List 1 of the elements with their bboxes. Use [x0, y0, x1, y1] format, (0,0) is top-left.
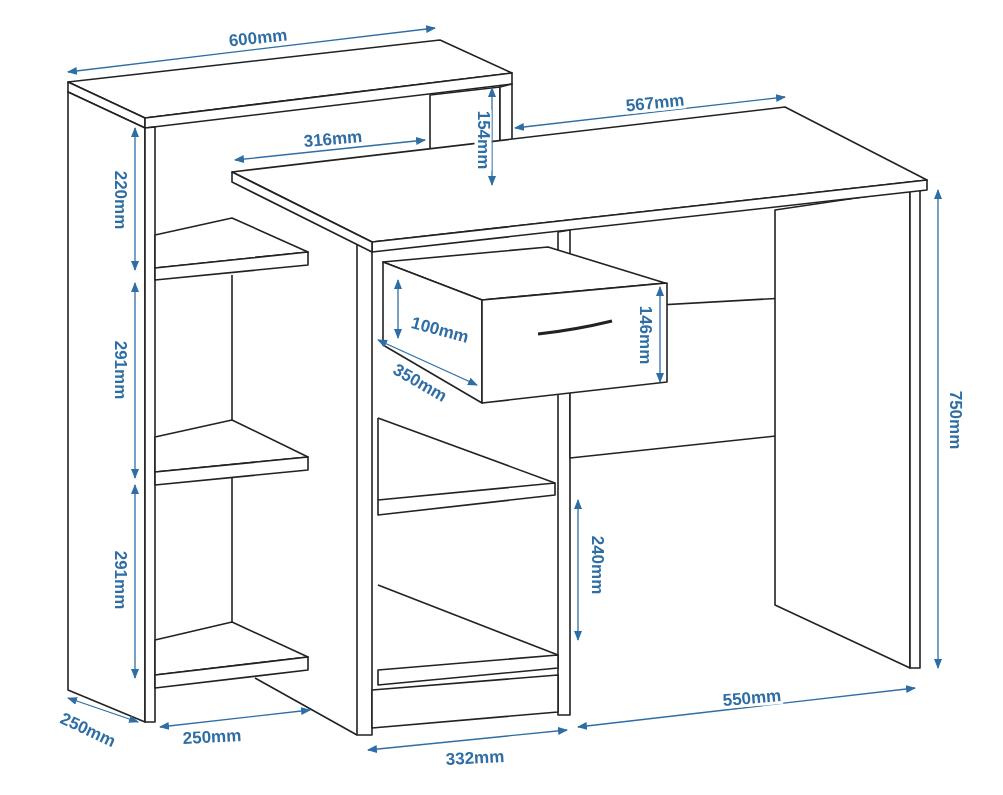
dimension-label: 154mm	[474, 109, 492, 171]
